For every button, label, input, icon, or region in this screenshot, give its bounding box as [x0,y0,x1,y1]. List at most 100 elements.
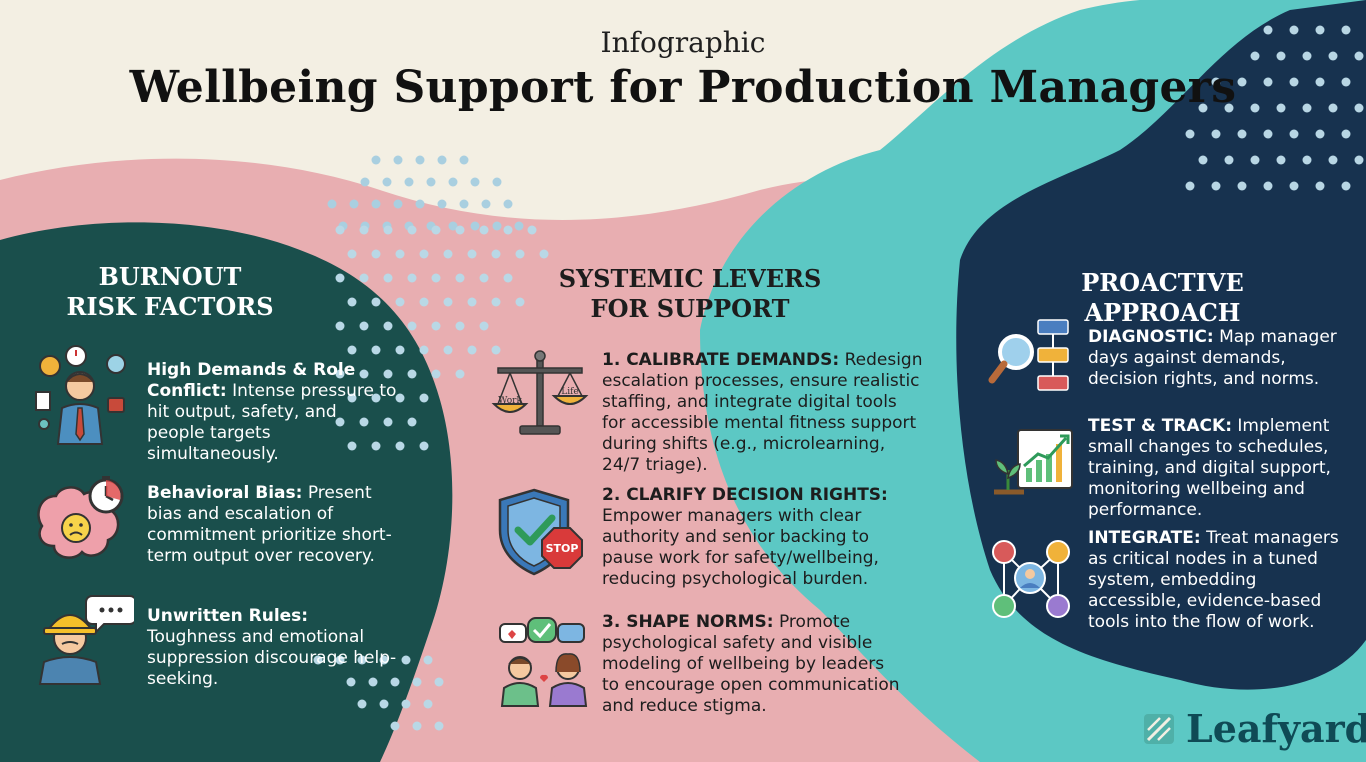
dot [1263,129,1273,139]
dot [1302,155,1312,165]
dot [1315,181,1325,191]
middle-item-2: 2. CLARIFY DECISION RIGHTS: Empower mana… [602,485,902,590]
dot [527,225,537,235]
dot [467,297,477,307]
left-item-2-title: Behavioral Bias: [147,483,303,503]
left-item-3-text: Toughness and emotional suppression disc… [147,627,397,689]
dot [383,321,393,331]
dot [349,199,359,209]
dot [407,369,417,379]
dot [407,225,417,235]
dot [360,177,370,187]
scale-left-label: Work [498,396,522,406]
middle-item-1-title: 1. CALIBRATE DEMANDS: [602,350,840,370]
dot [1289,25,1299,35]
network-people-icon [992,540,1070,618]
dot [419,393,429,403]
dot [431,225,441,235]
middle-heading-line-1: SYSTEMIC LEVERS [558,264,822,293]
left-heading-line-2: RISK FACTORS [66,292,274,321]
flowchart-magnifier-icon [988,319,1069,391]
dot [1341,25,1351,35]
dot [371,345,381,355]
left-item-1-text: Intense pressure to hit output, safety, … [147,381,397,464]
dot [359,273,369,283]
left-heading: BURNOUT RISK FACTORS [60,262,280,322]
dot [335,369,345,379]
dot [455,321,465,331]
dot [1198,103,1208,113]
dot [1315,129,1325,139]
dot-cluster-middle [335,225,549,451]
dot [383,369,393,379]
dot [503,199,513,209]
dot [434,721,444,731]
dot [419,249,429,259]
dot [419,297,429,307]
dot [431,369,441,379]
dot [431,321,441,331]
dot [382,177,392,187]
right-item-3: INTEGRATE: Treat managers as critical no… [1088,528,1348,633]
dot [371,155,381,165]
dot [412,721,422,731]
dot [1289,129,1299,139]
dot [346,677,356,687]
right-item-2-title: TEST & TRACK: [1088,416,1233,436]
dot [491,249,501,259]
left-item-1: High Demands & Role Conflict: Intense pr… [147,360,397,465]
dot [393,199,403,209]
dot [1211,77,1221,87]
left-item-1-title: High Demands & Role Conflict: [147,360,356,401]
dot [395,249,405,259]
dot [455,273,465,283]
balance-scale-icon: Work Life [491,350,589,435]
dot [371,199,381,209]
dot [404,177,414,187]
dot [437,155,447,165]
dot [448,177,458,187]
dot [395,441,405,451]
page-kicker: Infographic [600,26,766,59]
dot [492,221,502,231]
dot [455,369,465,379]
dot [503,273,513,283]
dot [1263,77,1273,87]
dot [419,441,429,451]
dot [415,199,425,209]
dot [1211,181,1221,191]
dot [431,273,441,283]
dot [1237,77,1247,87]
dot [1185,181,1195,191]
dot [371,249,381,259]
middle-item-3-title: 3. SHAPE NORMS: [602,612,774,632]
dot [383,225,393,235]
dot [455,225,465,235]
dot [1224,103,1234,113]
dot [491,345,501,355]
dot [491,297,501,307]
right-item-3-title: INTEGRATE: [1088,528,1201,548]
dot [390,677,400,687]
right-heading: PROACTIVE APPROACH [1000,268,1325,328]
middle-item-1-text: Redesign escalation processes, ensure re… [602,350,923,475]
dot [390,721,400,731]
dot [335,417,345,427]
dot [459,155,469,165]
dot [443,345,453,355]
left-item-3-title: Unwritten Rules: [147,606,309,626]
dot [1263,181,1273,191]
dot [514,221,524,231]
dot [1341,77,1351,87]
dot [1250,103,1260,113]
stressed-manager-icon [35,345,126,445]
page-title: Wellbeing Support for Production Manager… [129,62,1237,113]
dot [379,699,389,709]
dot [443,249,453,259]
dot [434,677,444,687]
dot [1315,25,1325,35]
dot-cluster-top [327,155,524,231]
dot [347,441,357,451]
dot [479,225,489,235]
dot [515,249,525,259]
